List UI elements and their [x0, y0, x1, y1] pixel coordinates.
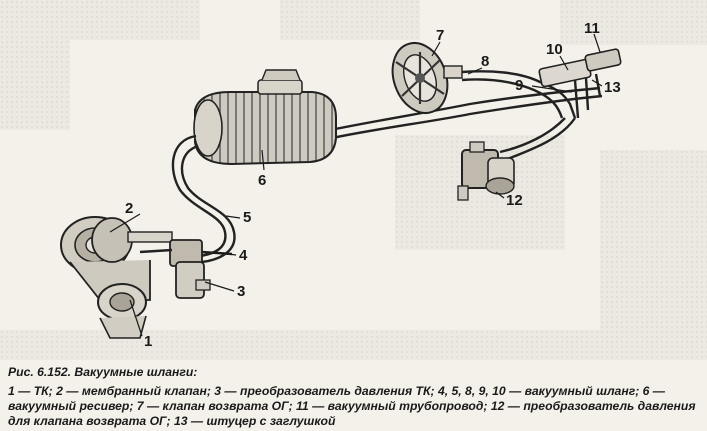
figure-caption: Рис. 6.152. Вакуумные шланги: 1 — ТК; 2 …: [8, 365, 698, 429]
callout-9: 9: [515, 77, 523, 94]
callout-11: 11: [584, 20, 600, 37]
callout-4: 4: [239, 247, 248, 264]
vacuum-pipe: [538, 48, 622, 119]
vacuum-hoses-diagram: 1 2 3 4 5 6 7 8 9 10 11 12 13: [0, 0, 707, 360]
callout-12: 12: [506, 192, 523, 209]
callout-10: 10: [546, 41, 563, 58]
egr-valve: [391, 42, 463, 114]
vacuum-receiver: [193, 69, 337, 166]
caption-legend: 1 — ТК; 2 — мембранный клапан; 3 — преоб…: [8, 384, 696, 428]
membrane-valve: [91, 217, 173, 263]
callout-5: 5: [243, 209, 251, 226]
callout-8: 8: [481, 53, 489, 70]
hose-8: [461, 70, 577, 119]
caption-title: Рис. 6.152. Вакуумные шланги:: [8, 365, 198, 379]
egr-pressure-converter: [457, 141, 515, 201]
leader-lines: [109, 33, 603, 337]
callout-2: 2: [125, 200, 133, 217]
callout-7: 7: [436, 27, 444, 44]
hose-to-converter: [499, 117, 576, 162]
callout-13: 13: [604, 79, 621, 96]
hose-main-line: [329, 86, 603, 140]
callout-1: 1: [144, 333, 152, 350]
callout-3: 3: [237, 283, 245, 300]
turbo-pressure-converter: [139, 239, 211, 299]
callouts: 1 2 3 4 5 6 7 8 9 10 11 12 13: [125, 20, 621, 350]
callout-6: 6: [258, 172, 266, 189]
